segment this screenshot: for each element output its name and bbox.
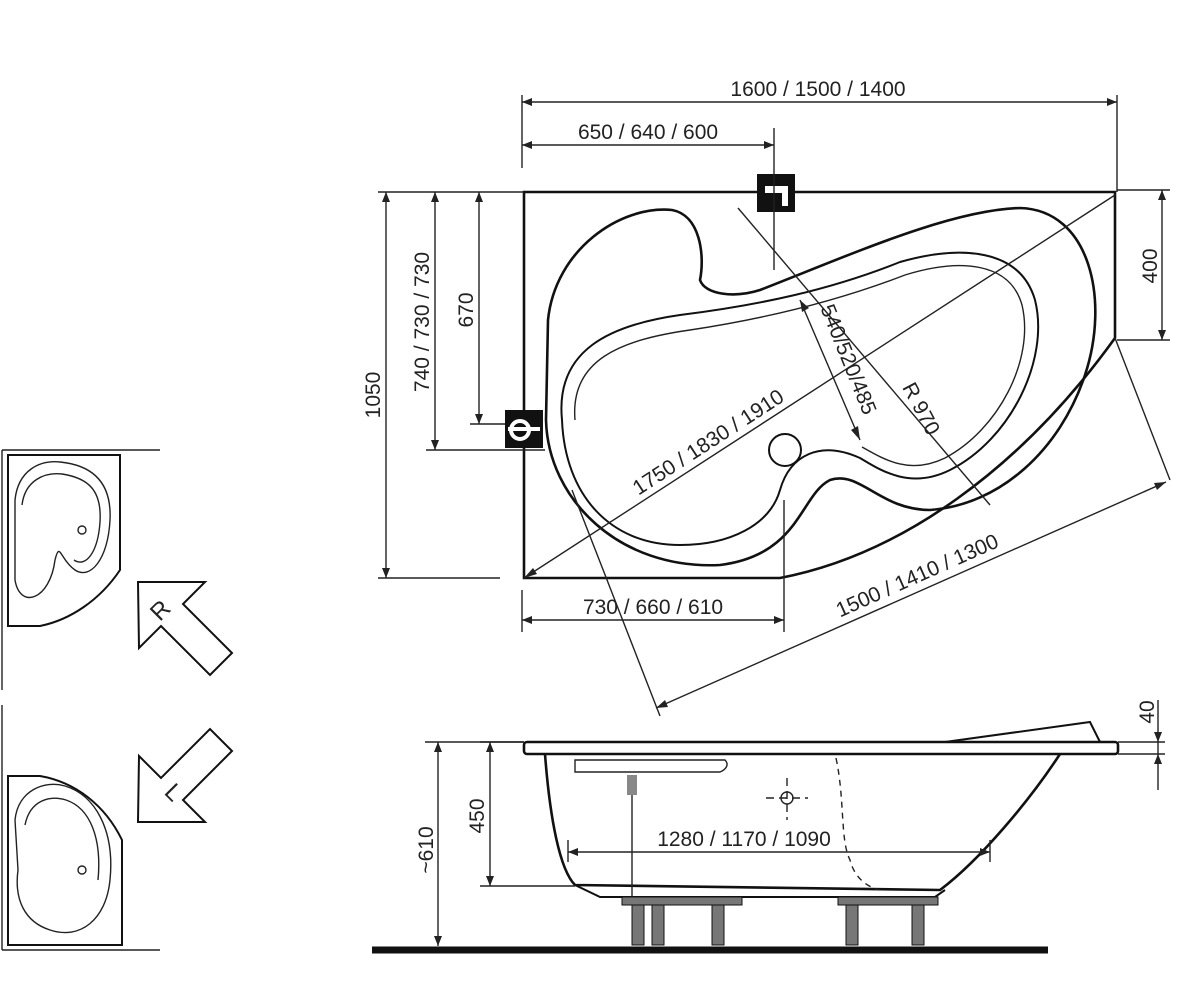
plan-basin-inner [574,265,1026,467]
plan-outline [522,190,1117,580]
dim-overall-height: ~610 [415,826,438,873]
dim-bottom-width: 730 / 660 / 610 [583,596,723,619]
orientation-label-right: R [145,595,176,626]
orientation-label-left: L [159,778,188,807]
plan-inner-rim [544,206,1097,567]
dim-right-edge: 400 [1139,248,1162,283]
plan-view: 1600 / 1500 / 1400 650 / 640 / 600 1050 … [362,78,1171,717]
support-legs [621,896,939,946]
dim-total-width: 1600 / 1500 / 1400 [730,78,905,101]
dim-diagonal-length: 1750 / 1830 / 1910 [629,385,788,500]
dim-tap-offset: 650 / 640 / 600 [578,121,718,144]
dim-height-inner: 670 [455,292,478,327]
arrow-left-orientation-icon: L [136,727,234,823]
dim-depth: 450 [466,798,489,833]
dim-diagonal-bottom: 1500 / 1410 / 1300 [833,530,1002,622]
orientation-right-thumbnail [1,449,160,690]
arrow-right-orientation-icon: R [136,581,234,677]
tub-body [543,753,1062,892]
orientation-left-thumbnail [1,705,160,951]
plan-basin [560,251,1040,547]
dim-bottom-length: 1280 / 1170 / 1090 [657,828,831,851]
dim-rim-thickness: 40 [1136,700,1159,723]
dim-height-total: 1050 [362,372,385,419]
side-elevation: 40 450 ~610 1280 / 1170 / 1090 [372,700,1165,954]
drain-hole [768,433,802,467]
dim-height-side: 740 / 730 / 730 [411,252,434,392]
dim-radius: R 970 [897,379,944,439]
